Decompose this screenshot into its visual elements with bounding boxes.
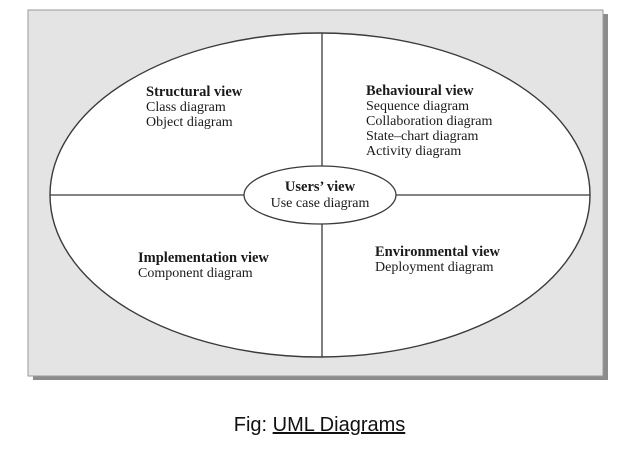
figure-caption: Fig: UML Diagrams — [0, 414, 639, 437]
caption-prefix: Fig: — [233, 414, 273, 436]
center-title: Users’ view — [285, 179, 356, 195]
implementation-view-title: Implementation view — [138, 250, 269, 266]
structural-view-item: Class diagram — [146, 100, 226, 115]
structural-view-title: Structural view — [146, 84, 243, 100]
behavioural-view-item: Sequence diagram — [366, 99, 469, 114]
structural-view-item: Object diagram — [146, 115, 233, 130]
behavioural-view-item: State–chart diagram — [366, 129, 478, 144]
behavioural-view-item: Collaboration diagram — [366, 114, 492, 129]
environmental-view-title: Environmental view — [375, 244, 501, 260]
behavioural-view-title: Behavioural view — [366, 83, 474, 99]
center-ellipse — [243, 165, 397, 225]
environmental-view-item: Deployment diagram — [375, 260, 494, 275]
implementation-view-item: Component diagram — [138, 266, 253, 281]
behavioural-view-item: Activity diagram — [366, 144, 461, 159]
caption-link[interactable]: UML Diagrams — [272, 414, 406, 436]
center-item: Use case diagram — [271, 196, 370, 211]
